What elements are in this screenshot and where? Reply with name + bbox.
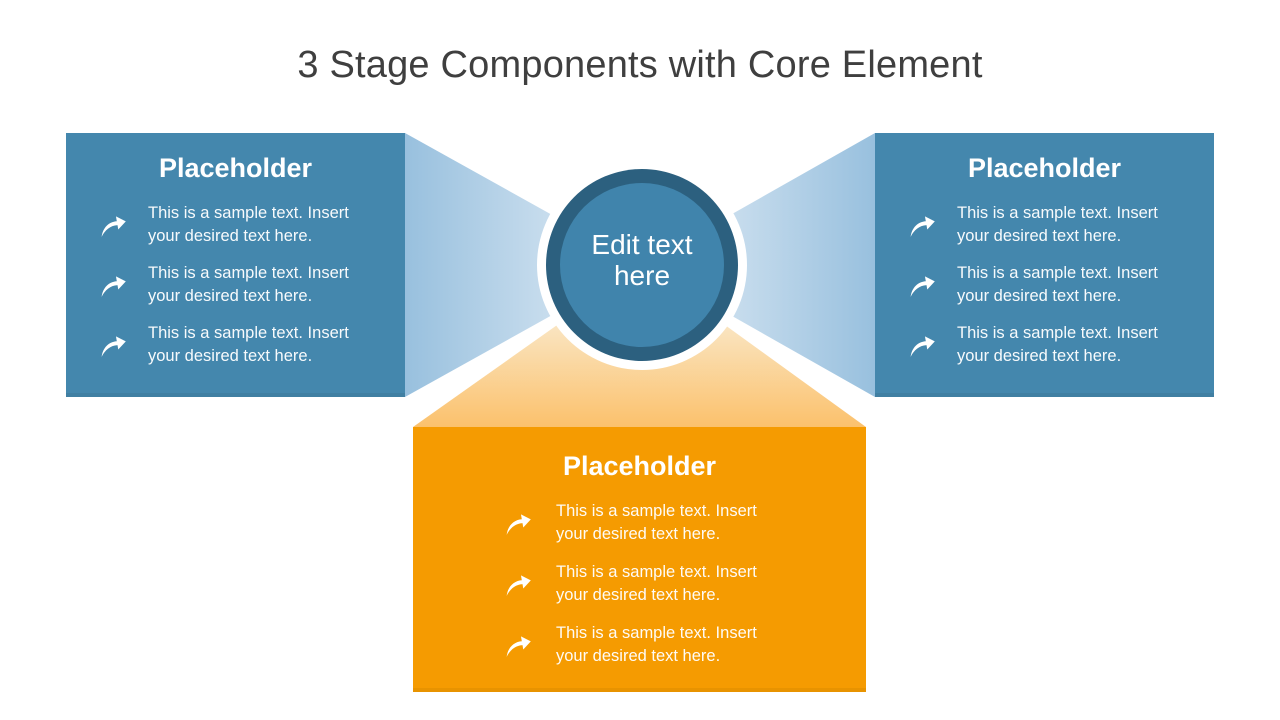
bullet-line: This is a sample text. Insert xyxy=(556,624,757,642)
stage-box-bottom: Placeholder This is a sample text. Inser… xyxy=(413,427,866,692)
left-funnel-shape xyxy=(405,133,642,397)
bullet-text: This is a sample text. Insert your desir… xyxy=(148,322,349,368)
bullet-line: This is a sample text. Insert xyxy=(148,264,349,282)
curved-arrow-icon xyxy=(506,636,531,657)
list-item: This is a sample text. Insert your desir… xyxy=(907,322,1196,368)
curved-arrow-icon xyxy=(101,336,126,357)
list-item: This is a sample text. Insert your desir… xyxy=(503,622,806,668)
stage-box-left-bullets: This is a sample text. Insert your desir… xyxy=(66,202,405,368)
stage-box-right: Placeholder This is a sample text. Inser… xyxy=(875,133,1214,397)
bullet-line: your desired text here. xyxy=(556,647,721,665)
core-circle xyxy=(560,183,724,347)
bullet-text: This is a sample text. Insert your desir… xyxy=(957,202,1158,248)
list-item: This is a sample text. Insert your desir… xyxy=(98,202,387,248)
core-circle-label: Edit text here xyxy=(591,229,693,291)
slide-title: 3 Stage Components with Core Element xyxy=(297,44,983,86)
curved-arrow-icon xyxy=(101,216,126,237)
bullet-line: This is a sample text. Insert xyxy=(556,502,757,520)
bullet-line: This is a sample text. Insert xyxy=(957,264,1158,282)
bullet-line: your desired text here. xyxy=(148,347,313,365)
bullet-line: your desired text here. xyxy=(957,287,1122,305)
right-funnel-shape xyxy=(642,133,875,397)
list-item: This is a sample text. Insert your desir… xyxy=(98,262,387,308)
curved-arrow-icon xyxy=(910,336,935,357)
bullet-text: This is a sample text. Insert your desir… xyxy=(556,622,757,668)
bullet-line: This is a sample text. Insert xyxy=(148,204,349,222)
list-item: This is a sample text. Insert your desir… xyxy=(503,500,806,546)
bullet-text: This is a sample text. Insert your desir… xyxy=(148,262,349,308)
list-item: This is a sample text. Insert your desir… xyxy=(503,561,806,607)
stage-box-right-bullets: This is a sample text. Insert your desir… xyxy=(875,202,1214,368)
bullet-line: your desired text here. xyxy=(556,525,721,543)
bullet-line: your desired text here. xyxy=(957,347,1122,365)
bullet-text: This is a sample text. Insert your desir… xyxy=(957,322,1158,368)
curved-arrow-icon xyxy=(910,276,935,297)
list-item: This is a sample text. Insert your desir… xyxy=(98,322,387,368)
curved-arrow-icon xyxy=(506,514,531,535)
stage-box-bottom-title: Placeholder xyxy=(562,451,717,481)
curved-arrow-icon xyxy=(101,276,126,297)
list-item: This is a sample text. Insert your desir… xyxy=(907,202,1196,248)
bullet-line: your desired text here. xyxy=(148,287,313,305)
stage-box-left-title: Placeholder xyxy=(158,153,313,183)
bullet-line: your desired text here. xyxy=(556,586,721,604)
stage-box-bottom-bullets: This is a sample text. Insert your desir… xyxy=(413,500,866,668)
stage-box-left: Placeholder This is a sample text. Inser… xyxy=(66,133,405,397)
bullet-line: your desired text here. xyxy=(957,227,1122,245)
bullet-line: This is a sample text. Insert xyxy=(957,324,1158,342)
bullet-line: This is a sample text. Insert xyxy=(957,204,1158,222)
curved-arrow-icon xyxy=(910,216,935,237)
list-item: This is a sample text. Insert your desir… xyxy=(907,262,1196,308)
bullet-line: This is a sample text. Insert xyxy=(148,324,349,342)
bullet-line: your desired text here. xyxy=(148,227,313,245)
curved-arrow-icon xyxy=(506,575,531,596)
stage-box-right-title: Placeholder xyxy=(967,153,1122,183)
bullet-text: This is a sample text. Insert your desir… xyxy=(957,262,1158,308)
bullet-text: This is a sample text. Insert your desir… xyxy=(556,561,757,607)
bullet-line: This is a sample text. Insert xyxy=(556,563,757,581)
bullet-text: This is a sample text. Insert your desir… xyxy=(148,202,349,248)
bullet-text: This is a sample text. Insert your desir… xyxy=(556,500,757,546)
